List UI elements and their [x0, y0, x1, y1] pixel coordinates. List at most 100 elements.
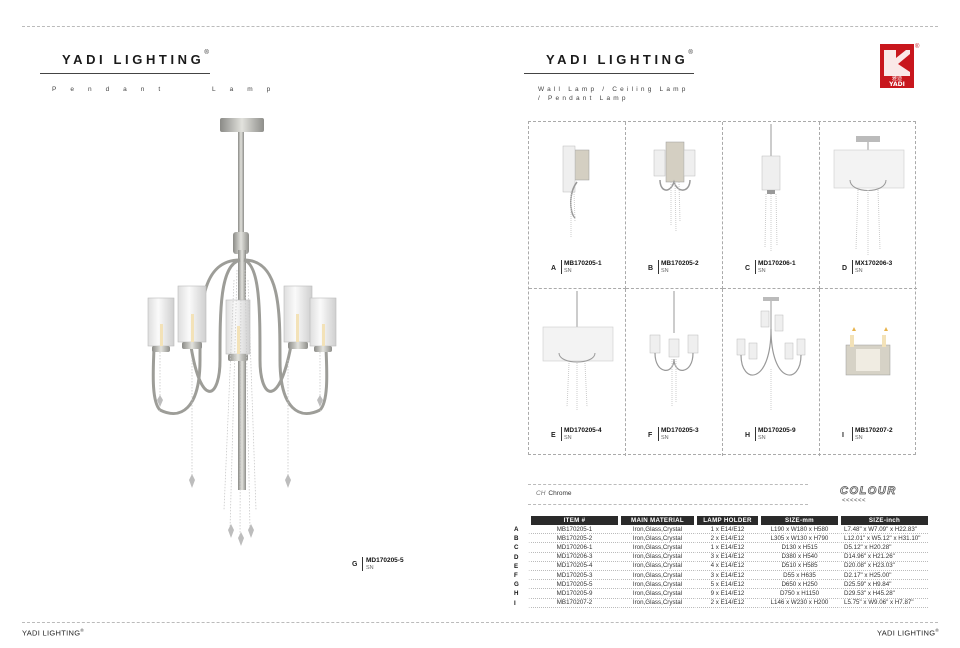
spec-cell-item: MD170206-1 — [528, 543, 618, 553]
left-footer: YADI LIGHTING® — [22, 628, 84, 638]
product-grid: A MB170205-1 SN B MB170205-2 SN C — [528, 121, 917, 456]
product-cell-d: D MX170206-3 SN — [820, 122, 917, 289]
spec-cell-material: Iron,Glass,Crystal — [618, 525, 694, 535]
spec-cell-holder: 4 x E14/E12 — [694, 561, 758, 571]
spec-cell-material: Iron,Glass,Crystal — [618, 552, 694, 562]
pendant-single-icon — [761, 124, 781, 252]
spec-header-holder: LAMP HOLDER — [694, 516, 758, 525]
spec-cell-holder: 9 x E14/E12 — [694, 589, 758, 599]
spec-header-material: MAIN MATERIAL — [618, 516, 694, 525]
spec-cell-holder: 1 x E14/E12 — [694, 525, 758, 535]
right-subtitle-line1: Wall Lamp / Ceiling Lamp — [538, 86, 689, 93]
left-subtitle: Pendant Lamp — [52, 86, 285, 93]
spec-header-mm: SIZE-mm — [758, 516, 838, 525]
main-product-image — [147, 118, 337, 546]
product-cell-e: E MD170205-4 SN — [529, 289, 626, 456]
pendant-drum-icon — [542, 291, 614, 411]
spec-cell-holder: 2 x E14/E12 — [694, 534, 758, 544]
product-cell-b: B MB170205-2 SN — [626, 122, 723, 289]
spec-cell-item: MD170205-3 — [528, 570, 618, 581]
spec-table: ITEM # MAIN MATERIAL LAMP HOLDER SIZE-mm… — [510, 516, 928, 608]
product-cell-a: A MB170205-1 SN — [529, 122, 626, 289]
spec-cell-inch: D14.96" x H21.26" — [838, 552, 928, 562]
spec-cell-letter: G — [514, 581, 519, 589]
spec-cell-letter: C — [514, 544, 519, 552]
spec-cell-letter: A — [514, 526, 519, 534]
spec-cell-letter: F — [514, 572, 518, 580]
spec-cell-mm: L190 x W180 x H580 — [758, 525, 838, 535]
spec-cell-inch: L12.01" x W5.12" x H31.10" — [838, 534, 928, 544]
bottom-dashed-rule — [22, 622, 938, 623]
spec-cell-inch: D5.12" x H20.28" — [838, 543, 928, 553]
left-brand-rule — [40, 73, 210, 74]
spec-cell-holder: 3 x E14/E12 — [694, 552, 758, 562]
spec-cell-inch: L7.48" x W7.09" x H22.83" — [838, 525, 928, 535]
product-cell-h: H MD170205-9 SN — [723, 289, 820, 456]
spec-header-inch: SIZE-inch — [838, 516, 928, 525]
wall-lamp-single-icon — [562, 145, 590, 238]
svg-text:YADI: YADI — [888, 81, 905, 88]
spec-cell-inch: D25.59" x H9.84" — [838, 580, 928, 590]
spec-cell-material: Iron,Glass,Crystal — [618, 534, 694, 544]
right-subtitle-line2: / Pendant Lamp — [538, 95, 629, 102]
top-dashed-rule — [22, 26, 938, 27]
right-brand-rule — [524, 73, 694, 74]
spec-cell-inch: D20.08" x H23.03" — [838, 561, 928, 571]
spec-cell-holder: 2 x E14/E12 — [694, 598, 758, 608]
left-brand-title: YADI LIGHTING® — [62, 50, 209, 67]
product-cell-f: F MD170205-3 SN — [626, 289, 723, 456]
spec-cell-item: MD170205-4 — [528, 561, 618, 571]
spec-cell-mm: L305 x W130 x H790 — [758, 534, 838, 544]
spec-cell-letter: D — [514, 553, 519, 561]
spec-cell-letter: H — [514, 590, 519, 598]
spec-cell-mm: L146 x W230 x H200 — [758, 598, 838, 608]
spec-cell-letter: B — [514, 535, 519, 543]
spec-cell-holder: 3 x E14/E12 — [694, 570, 758, 581]
right-brand-title: YADI LIGHTING® — [546, 50, 693, 67]
colour-arrows: <<<<<< — [842, 498, 867, 504]
spec-cell-item: MD170205-5 — [528, 580, 618, 590]
spec-cell-item: MD170206-3 — [528, 552, 618, 562]
spec-cell-material: Iron,Glass,Crystal — [618, 561, 694, 571]
wall-lamp-candle-icon — [845, 327, 891, 376]
spec-cell-holder: 1 x E14/E12 — [694, 543, 758, 553]
spec-cell-inch: L5.75" x W9.06" x H7.87" — [838, 598, 928, 608]
chandelier-3-icon — [649, 291, 699, 407]
spec-cell-material: Iron,Glass,Crystal — [618, 543, 694, 553]
right-footer: YADI LIGHTING® — [877, 628, 939, 638]
spec-cell-item: MB170205-1 — [528, 525, 618, 535]
yadi-logo-icon: 雅迪 YADI — [880, 44, 914, 88]
spec-cell-letter: I — [514, 599, 516, 607]
spec-cell-mm: D510 x H585 — [758, 561, 838, 571]
svg-text:雅迪: 雅迪 — [892, 75, 902, 82]
spec-cell-item: MB170207-2 — [528, 598, 618, 608]
spec-cell-item: MB170205-2 — [528, 534, 618, 544]
spec-cell-material: Iron,Glass,Crystal — [618, 589, 694, 599]
spec-cell-item: MD170205-9 — [528, 589, 618, 599]
colour-title: COLOUR — [840, 485, 897, 498]
spec-cell-mm: D130 x H515 — [758, 543, 838, 553]
chandelier-9-icon — [736, 297, 806, 411]
spec-cell-material: Iron,Glass,Crystal — [618, 580, 694, 590]
spec-cell-mm: D650 x H250 — [758, 580, 838, 590]
spec-cell-letter: E — [514, 562, 519, 570]
spec-table-header: ITEM # MAIN MATERIAL LAMP HOLDER SIZE-mm… — [510, 516, 928, 525]
spec-cell-inch: D2.17" x H25.00" — [838, 570, 928, 581]
spec-cell-material: Iron,Glass,Crystal — [618, 570, 694, 581]
spec-cell-mm: D750 x H1150 — [758, 589, 838, 599]
spec-cell-inch: D29.53" x H45.28" — [838, 589, 928, 599]
spec-cell-material: Iron,Glass,Crystal — [618, 598, 694, 608]
ceiling-drum-icon — [833, 136, 905, 256]
product-cell-i: I MB170207-2 SN — [820, 289, 917, 456]
spec-cell-holder: 5 x E14/E12 — [694, 580, 758, 590]
